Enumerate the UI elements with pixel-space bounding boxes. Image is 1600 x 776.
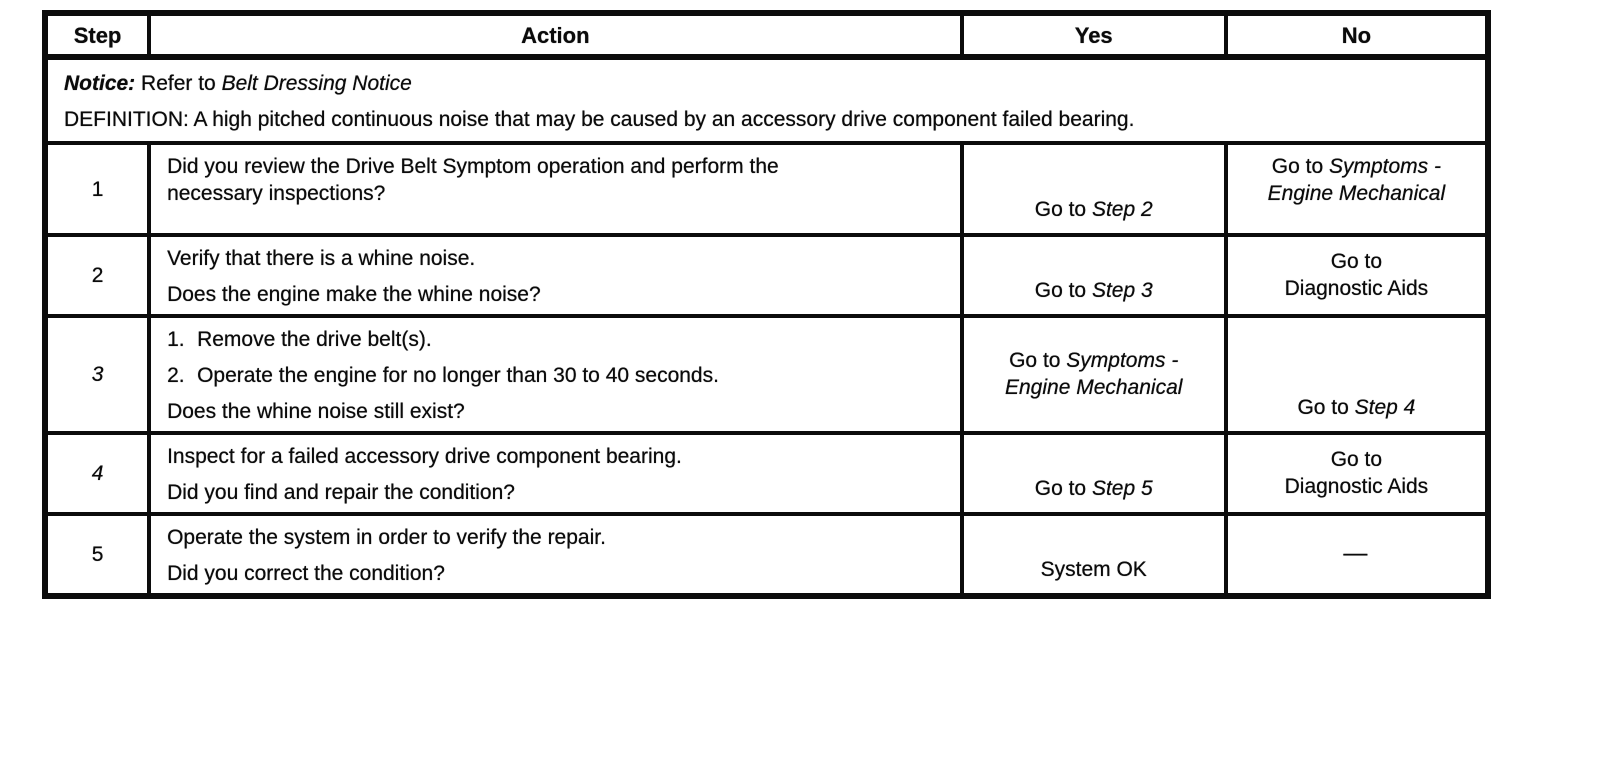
action-question: Did you find and repair the condition? <box>167 481 515 504</box>
notice-label: Notice: <box>64 72 136 95</box>
step-number: 5 <box>42 512 152 598</box>
action-list-item: 1. Remove the drive belt(s). <box>167 326 946 353</box>
yes-text: Go to <box>1009 348 1067 372</box>
no-text: Go to <box>1271 155 1329 178</box>
step-number: 2 <box>42 233 152 318</box>
table-row: 2 Verify that there is a whine noise. Do… <box>42 233 1491 318</box>
action-cell: Did you review the Drive Belt Symptom op… <box>147 141 964 237</box>
action-statement: Verify that there is a whine noise. <box>167 247 476 270</box>
yes-text-italic: Engine Mechanical <box>1004 375 1183 399</box>
no-cell: — <box>1223 512 1491 598</box>
table-row: 3 1. Remove the drive belt(s). 2. Operate … <box>42 314 1491 435</box>
no-text: Diagnostic Aids <box>1284 474 1429 498</box>
action-cell: 1. Remove the drive belt(s). 2. Operate th… <box>147 314 964 435</box>
action-cell: Inspect for a failed accessory drive com… <box>147 431 964 516</box>
diagnostic-table: Step Action Yes No Notice: Refer to Belt… <box>42 10 1491 599</box>
table-row: 4 Inspect for a failed accessory drive c… <box>42 431 1491 516</box>
list-text: Remove the drive belt(s). <box>197 328 432 351</box>
notice-refer-text: Refer to <box>135 72 222 95</box>
no-cell: Go to Symptoms - Engine Mechanical <box>1223 141 1491 237</box>
no-text-italic: Symptoms - <box>1328 155 1441 178</box>
notice-cell: Notice: Refer to Belt Dressing Notice DE… <box>43 55 1490 145</box>
notice-line: Notice: Refer to Belt Dressing Notice <box>64 70 1471 97</box>
yes-cell: Go to Step 2 <box>959 141 1228 237</box>
yes-text: Go to <box>1034 477 1092 500</box>
list-number: 1. <box>167 328 185 351</box>
no-text-italic: Engine Mechanical <box>1267 182 1446 205</box>
list-text: Operate the engine for no longer than 30… <box>197 364 719 387</box>
no-text-italic: Step 4 <box>1354 396 1416 419</box>
yes-text-italic: Step 3 <box>1091 279 1153 302</box>
yes-text-italic: Symptoms - <box>1066 348 1179 372</box>
column-header-action: Action <box>147 11 964 60</box>
step-number: 4 <box>42 431 152 516</box>
action-statement: Operate the system in order to verify th… <box>167 526 606 549</box>
action-statement: Inspect for a failed accessory drive com… <box>167 445 682 468</box>
no-dash: — <box>1343 539 1370 567</box>
yes-cell: System OK <box>959 512 1228 598</box>
column-header-no: No <box>1223 11 1491 60</box>
action-cell: Operate the system in order to verify th… <box>147 512 964 598</box>
no-cell: Go to Step 4 <box>1223 314 1491 435</box>
notice-reference: Belt Dressing Notice <box>221 72 412 95</box>
no-cell: Go to Diagnostic Aids <box>1223 233 1491 318</box>
yes-text-italic: Step 2 <box>1091 198 1153 221</box>
no-text: Go to <box>1330 249 1383 273</box>
yes-cell: Go to Step 5 <box>959 431 1228 516</box>
header-row: Step Action Yes No <box>42 11 1491 60</box>
action-cell: Verify that there is a whine noise. Does… <box>147 233 964 318</box>
yes-text: System OK <box>1040 558 1147 581</box>
yes-cell: Go to Symptoms - Engine Mechanical <box>959 314 1228 435</box>
table-row: 5 Operate the system in order to verify … <box>42 512 1491 598</box>
yes-text: Go to <box>1034 279 1092 302</box>
action-question: Does the whine noise still exist? <box>167 400 465 423</box>
step-number: 3 <box>42 314 152 435</box>
list-number: 2. <box>167 364 185 387</box>
no-text: Go to <box>1297 396 1355 419</box>
no-cell: Go to Diagnostic Aids <box>1223 431 1491 516</box>
column-header-yes: Yes <box>959 11 1228 60</box>
yes-text-italic: Step 5 <box>1091 477 1153 500</box>
definition-line: DEFINITION: A high pitched continuous no… <box>64 108 1135 131</box>
action-question: Does the engine make the whine noise? <box>167 283 541 306</box>
yes-cell: Go to Step 3 <box>959 233 1228 318</box>
table-row: 1 Did you review the Drive Belt Symptom … <box>42 141 1491 237</box>
column-header-step: Step <box>42 11 152 60</box>
action-question: Did you correct the condition? <box>167 562 445 585</box>
action-list-item: 2. Operate the engine for no longer than … <box>167 362 946 389</box>
no-text: Go to <box>1330 447 1383 471</box>
step-number: 1 <box>42 141 152 237</box>
no-text: Diagnostic Aids <box>1284 276 1429 300</box>
action-question: Did you review the Drive Belt Symptom op… <box>167 155 779 205</box>
yes-text: Go to <box>1034 198 1092 221</box>
notice-row: Notice: Refer to Belt Dressing Notice DE… <box>43 55 1490 145</box>
